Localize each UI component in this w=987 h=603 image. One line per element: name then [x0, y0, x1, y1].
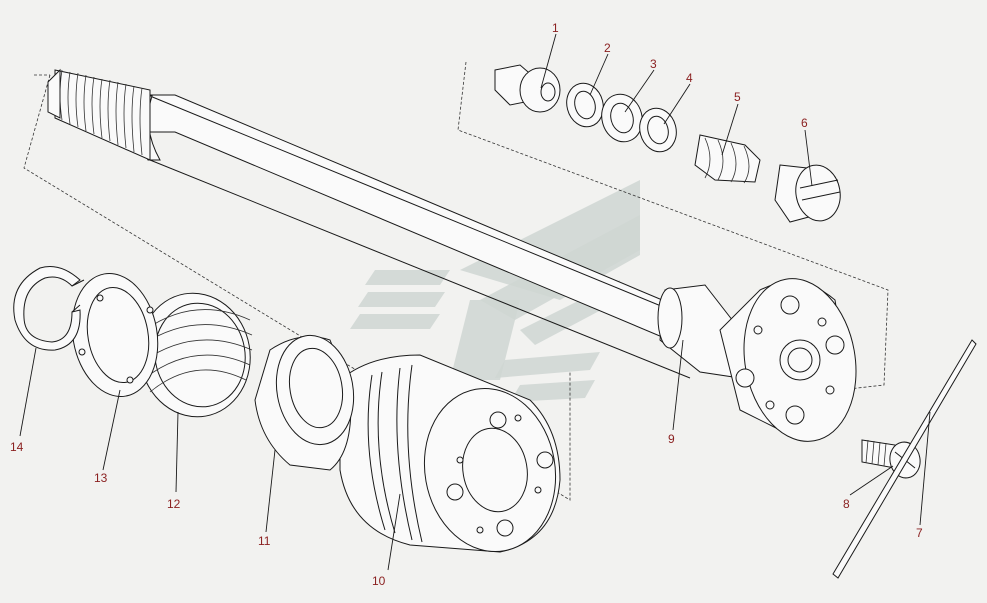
- washer-part-2: [566, 82, 604, 128]
- callout-6: 6: [801, 116, 808, 130]
- flange-part-9: [719, 278, 857, 442]
- leader-lines: [19, 33, 931, 571]
- washer-part-4: [639, 107, 677, 153]
- callout-12: 12: [167, 497, 181, 511]
- washer-part-3: [601, 93, 643, 143]
- callout-9: 9: [668, 432, 675, 446]
- callout-10: 10: [372, 574, 386, 588]
- plate-part-13: [71, 273, 159, 397]
- callout-labels: 1 2 3 4 5 6 7 8 9 10 11 12 13 14: [10, 21, 923, 588]
- callout-5: 5: [734, 90, 741, 104]
- spring-part-5: [694, 134, 761, 184]
- callout-14: 14: [10, 440, 24, 454]
- callout-8: 8: [843, 497, 850, 511]
- callout-11: 11: [258, 534, 271, 548]
- callout-2: 2: [604, 41, 611, 55]
- sleeve-part-11: [254, 334, 355, 471]
- callout-1: 1: [552, 21, 559, 35]
- retaining-ring-part-14: [13, 266, 85, 351]
- callout-7: 7: [916, 526, 923, 540]
- callout-13: 13: [94, 471, 108, 485]
- wire-part-7: [832, 339, 977, 579]
- callout-3: 3: [650, 57, 657, 71]
- bushing-part-1: [494, 64, 561, 113]
- shaft-part-9: [47, 68, 741, 379]
- assembly-dashed-lines: [23, 61, 889, 501]
- callout-4: 4: [686, 71, 693, 85]
- drum-part-10: [339, 354, 561, 553]
- slotted-nut-part-6: [774, 164, 841, 223]
